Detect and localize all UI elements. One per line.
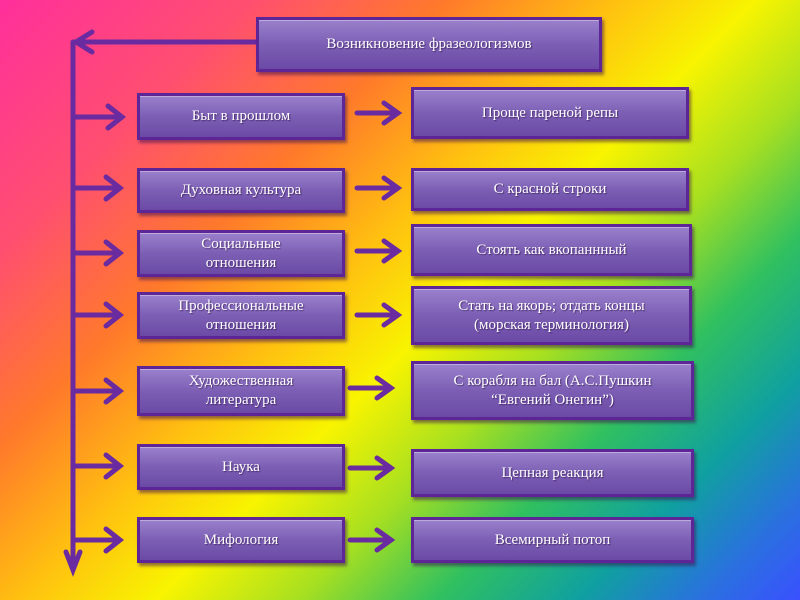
source-box-spiritual-culture: Духовная культура <box>137 168 345 213</box>
source-box-mythology: Мифология <box>137 517 345 563</box>
source-box-professional-relations: Профессиональные отношения <box>137 292 345 339</box>
example-box-3: Стоять как вкопаннный <box>411 224 692 276</box>
arrow-down-icon <box>63 549 83 577</box>
source-box-literature: Художественная литература <box>137 366 345 416</box>
example-box-5: С корабля на бал (А.С.Пушкин “Евгений Он… <box>411 361 694 420</box>
arrow-left-icon <box>71 29 95 55</box>
branch-arrows <box>72 103 127 554</box>
example-box-2: С красной строки <box>411 168 689 211</box>
example-box-4: Стать на якорь; отдать концы (морская те… <box>411 286 692 345</box>
example-box-6: Цепная реакция <box>411 449 694 497</box>
example-box-7: Всемирный потоп <box>411 517 694 563</box>
source-box-social-relations: Социальные отношения <box>137 230 345 277</box>
title-box: Возникновение фразеологизмов <box>256 17 602 72</box>
example-box-1: Проще пареной репы <box>411 87 689 139</box>
source-box-science: Наука <box>137 444 345 490</box>
example-arrows <box>347 100 403 553</box>
source-box-everyday-life: Быт в прошлом <box>137 93 345 140</box>
